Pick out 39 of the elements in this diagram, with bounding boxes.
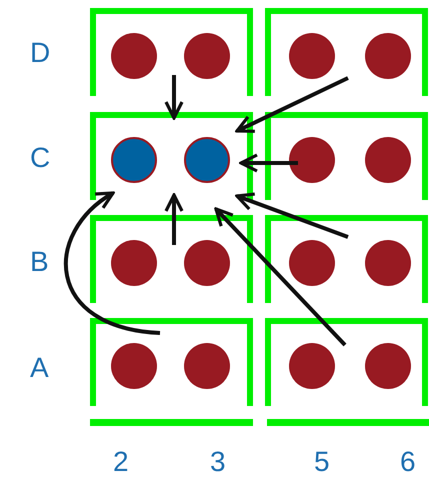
arrow: [235, 76, 349, 133]
socket-frame: [265, 8, 428, 96]
highlighted-dot: [111, 137, 157, 183]
arrow: [64, 191, 160, 335]
socket-frame: [265, 112, 428, 200]
dot: [184, 33, 230, 79]
arrow: [164, 193, 184, 245]
dot: [184, 240, 230, 286]
column-label: 6: [400, 447, 416, 477]
column-label: 5: [314, 447, 330, 477]
arrow: [214, 207, 346, 346]
dot: [289, 33, 335, 79]
dot: [111, 33, 157, 79]
column-label: 2: [113, 447, 129, 477]
arrow: [239, 153, 298, 173]
dot: [365, 137, 411, 183]
dot: [289, 240, 335, 286]
arrow: [164, 75, 184, 120]
row-label: D: [30, 38, 50, 68]
dot: [184, 343, 230, 389]
row-label: C: [30, 143, 50, 173]
socket-frame: [90, 112, 253, 200]
highlighted-dot: [184, 137, 230, 183]
dot: [365, 240, 411, 286]
dot: [289, 343, 335, 389]
socket-frame: [90, 8, 253, 96]
dot: [111, 240, 157, 286]
socket-frame: [265, 215, 428, 303]
dot: [111, 343, 157, 389]
socket-frame: [90, 215, 253, 303]
row-label: B: [30, 247, 49, 277]
dot: [365, 343, 411, 389]
arrow: [235, 192, 349, 239]
row-label: A: [30, 353, 49, 383]
dot: [365, 33, 411, 79]
socket-frame: [90, 318, 253, 406]
socket-frame: [265, 318, 428, 406]
dot: [289, 137, 335, 183]
column-label: 3: [210, 447, 226, 477]
